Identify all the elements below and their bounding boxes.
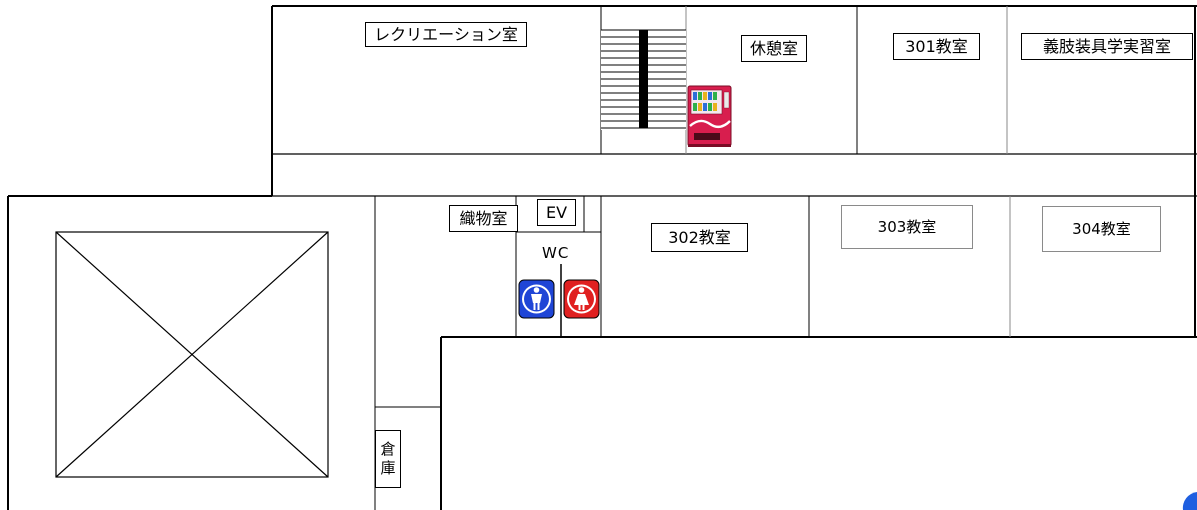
- storage-label-line1: 倉: [380, 440, 396, 459]
- outer-walls: [7, 5, 1197, 510]
- room-label-301: 301教室: [893, 33, 980, 60]
- room-label-storage: 倉 庫: [375, 430, 401, 488]
- stairs-icon: [601, 29, 686, 130]
- corner-accent: [1182, 492, 1197, 510]
- room-label-elevator: EV: [537, 199, 576, 226]
- male-restroom-icon: [518, 279, 555, 319]
- room-label-303: 303教室: [841, 205, 973, 249]
- vending-machine-icon: [687, 85, 732, 147]
- room-label-recreation: レクリエーション室: [365, 22, 527, 47]
- room-label-302: 302教室: [651, 223, 748, 252]
- room-label-304: 304教室: [1042, 206, 1161, 252]
- female-restroom-icon: [563, 279, 600, 319]
- room-label-weaving: 織物室: [449, 205, 518, 232]
- void-area-cross: [55, 231, 329, 478]
- room-label-prosthetics-lab: 義肢装具学実習室: [1021, 33, 1193, 60]
- room-label-restroom: WC: [542, 244, 570, 262]
- room-label-lounge: 休憩室: [741, 35, 807, 62]
- storage-label-line2: 庫: [380, 459, 396, 477]
